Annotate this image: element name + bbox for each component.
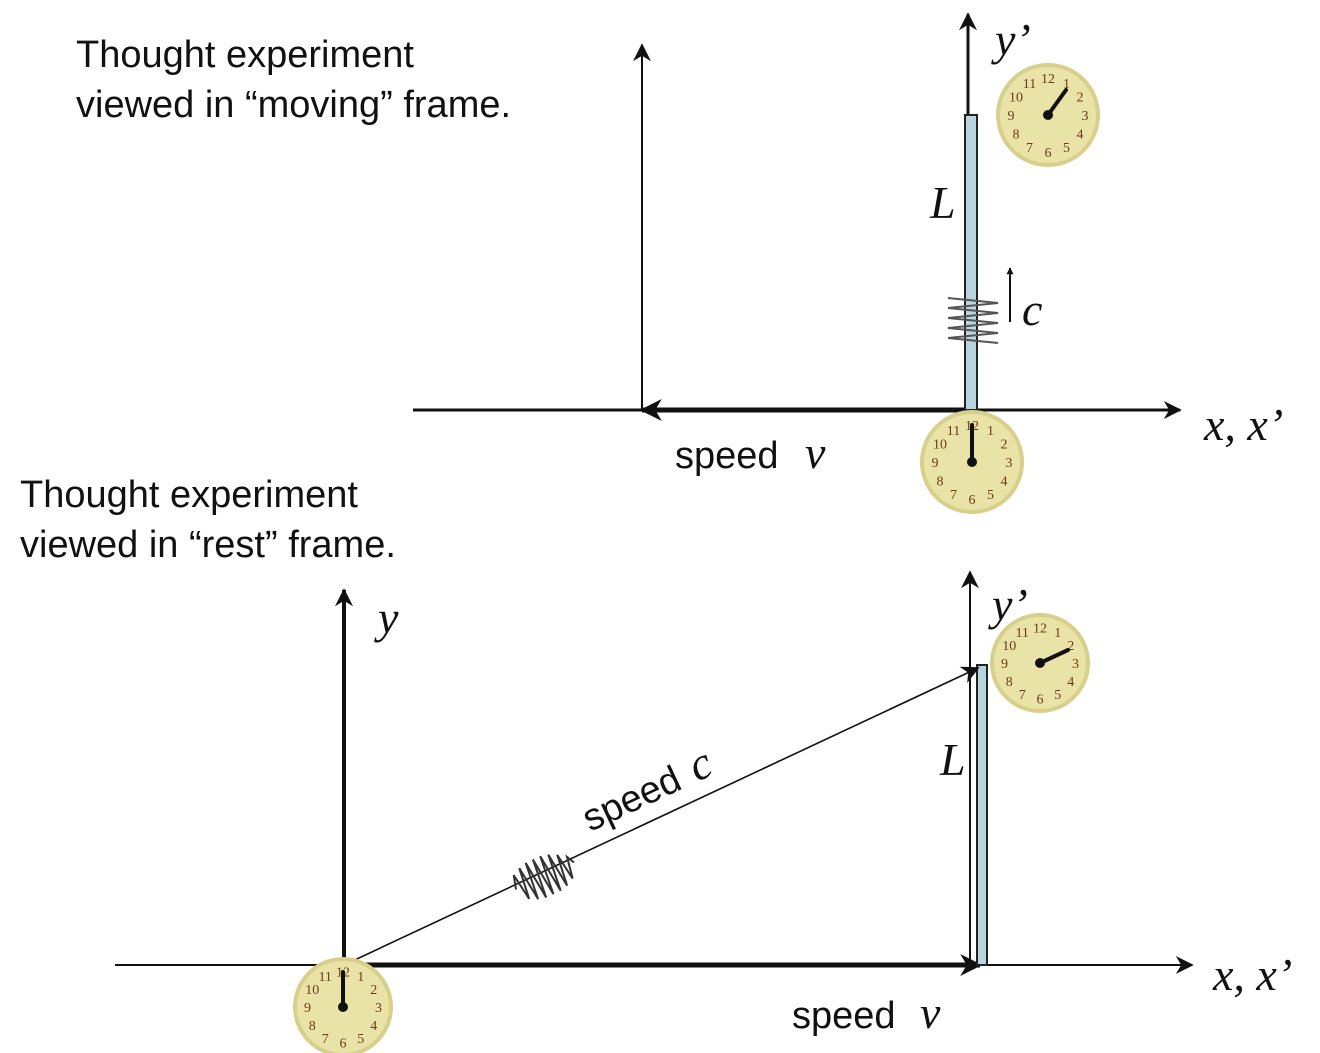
clock-numeral: 5 [987,488,994,503]
clock-hub [1043,110,1053,120]
clock-hand [1038,648,1070,665]
clock-numeral: 2 [1001,438,1008,453]
bottom-frame-speed-symbol: v [920,987,941,1038]
top-frame-speed-symbol: v [805,427,826,478]
clock-hub [967,457,977,467]
clock-numeral: 1 [1054,626,1061,641]
clock-numeral: 11 [1023,77,1036,92]
bottom-x-axis-label: x, x’ [1212,949,1292,1000]
bottom-panel: x, x’ y y’ L speed c speed v [115,570,1292,1038]
clock-numeral: 3 [375,1001,382,1016]
top-pulse-speed-label: c [1022,284,1042,335]
bottom-y-axis-label: y [374,592,399,643]
clock-numeral: 8 [1006,675,1013,690]
clock-numeral: 12 [1033,622,1047,637]
clock-numeral: 7 [1026,141,1033,156]
top-caption-line1: Thought experiment [76,34,414,76]
clock-numeral: 3 [1072,657,1079,672]
bottom-caption-line1: Thought experiment [20,474,358,516]
top-y-prime-label: y’ [991,14,1031,65]
clock-numeral: 4 [1067,675,1074,690]
bottom-rod [976,664,988,966]
top-frame-speed-prefix: speed [675,435,779,477]
clock-numeral: 10 [933,438,947,453]
clock-numeral: 2 [1067,639,1074,654]
top-rod [964,114,978,411]
clock-numeral: 8 [1013,128,1020,143]
clock-numeral: 11 [318,970,331,985]
clock-numeral: 3 [1082,109,1089,124]
clock-numeral: 8 [937,475,944,490]
clock-numeral: 2 [370,983,377,998]
bottom-frame-speed-prefix: speed [792,995,896,1037]
clock-numeral: 2 [1077,91,1084,106]
clock-numeral: 1 [987,424,994,439]
bottom-caption-line2: viewed in “rest” frame. [20,524,396,566]
clock-hub [1035,658,1045,668]
bottom-light-path [343,666,980,966]
top-panel: x, x’ y’ L c speed v [413,12,1283,478]
clock-numeral: 5 [1063,141,1070,156]
bottom-caption: Thought experiment viewed in “rest” fram… [20,470,396,570]
clock-numeral: 7 [1019,688,1026,703]
bottom-path-speed-symbol: c [680,736,720,791]
clock-numeral: 10 [305,983,319,998]
bottom-path-speed-label: speed c [576,736,720,840]
bottom-rod-length-label: L [939,734,966,785]
clock-numeral: 4 [1077,128,1084,143]
clock-numeral: 9 [304,1001,311,1016]
clock-numeral: 8 [309,1019,316,1034]
clock-numeral: 9 [1008,109,1015,124]
clock-numeral: 1 [1063,77,1070,92]
clock-numeral: 6 [340,1037,347,1052]
bottom-path-speed-prefix: speed [576,758,688,840]
clock-numeral: 11 [1015,626,1028,641]
clock-numeral: 7 [950,488,957,503]
clock-numeral: 6 [1037,693,1044,708]
clock-numeral: 1 [357,970,364,985]
clock-numeral: 5 [357,1032,364,1047]
clock-numeral: 7 [322,1032,329,1047]
clock-numeral: 11 [947,424,960,439]
clock-numeral: 6 [969,493,976,508]
clock-hand [1046,88,1068,117]
bottom-spring-pulse [512,854,575,900]
clock-numeral: 5 [1054,688,1061,703]
top-caption-line2: viewed in “moving” frame. [76,84,512,126]
clock-hub [338,1002,348,1012]
top-caption: Thought experiment viewed in “moving” fr… [76,30,511,130]
clock-numeral: 12 [1041,72,1055,87]
clock-numeral: 4 [370,1019,377,1034]
clock-numeral: 10 [1009,91,1023,106]
top-spring-pulse [947,297,999,344]
clock-numeral: 9 [1001,657,1008,672]
clock-numeral: 9 [932,456,939,471]
clock-numeral: 4 [1001,475,1008,490]
top-x-axis-label: x, x’ [1203,399,1283,450]
clock-numeral: 3 [1006,456,1013,471]
clock-numeral: 6 [1045,146,1052,161]
clock-numeral: 10 [1002,639,1016,654]
top-rod-length-label: L [929,177,956,228]
clocks-layer: 1212345678910111212345678910111212345678… [293,63,1100,1053]
